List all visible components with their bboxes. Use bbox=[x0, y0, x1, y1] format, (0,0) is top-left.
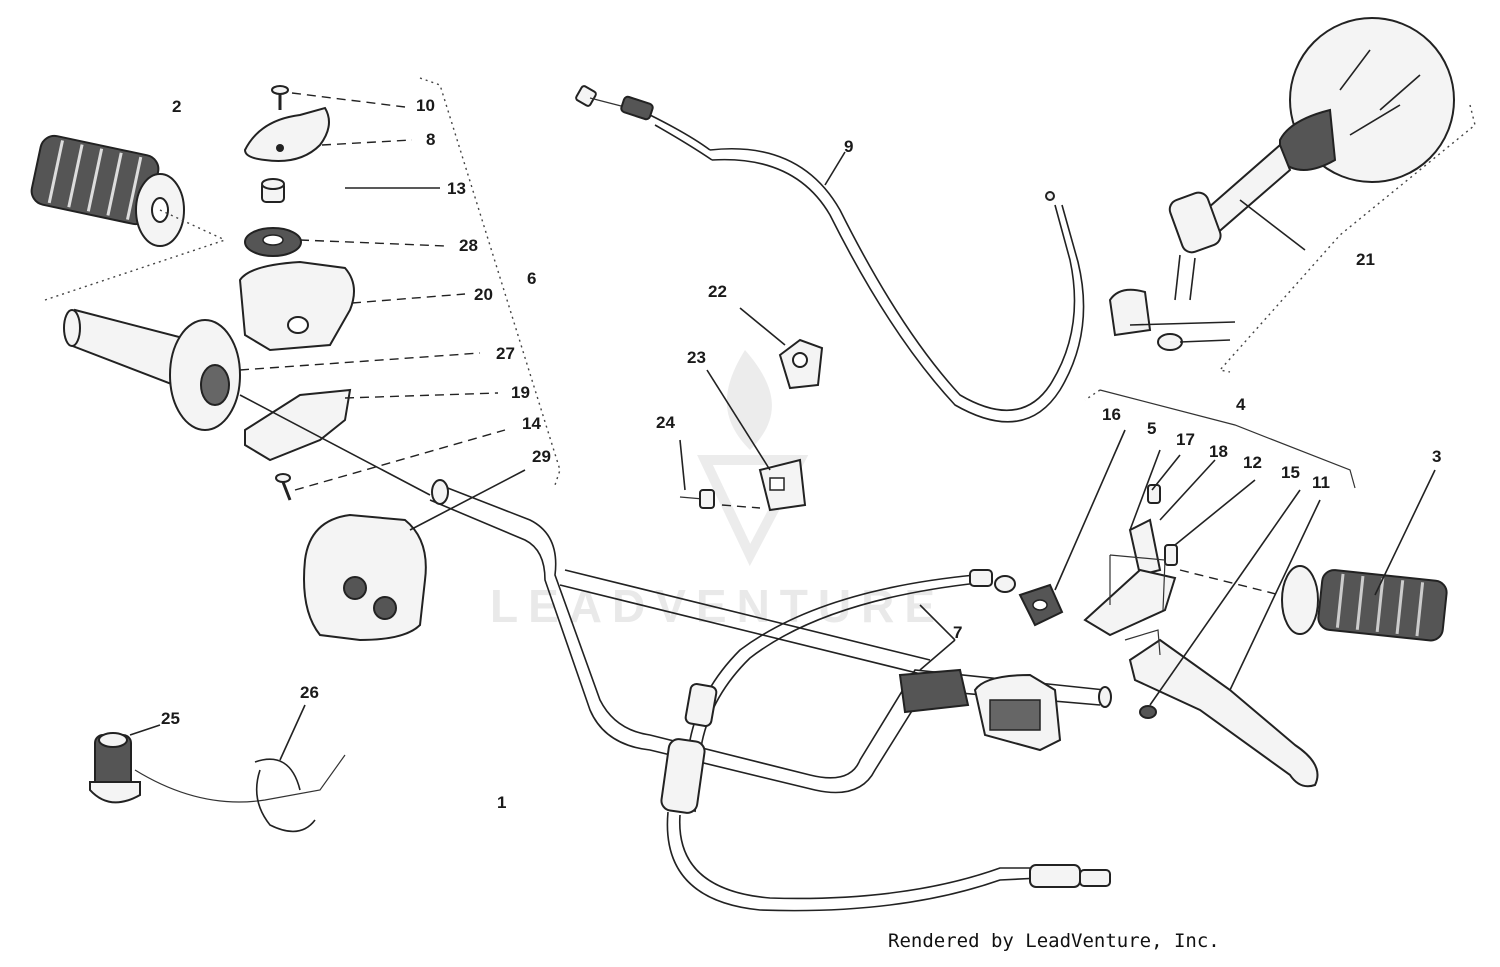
mirror bbox=[1108, 17, 1455, 351]
callout-29: 29 bbox=[532, 447, 551, 466]
switch-housing bbox=[303, 513, 427, 642]
bushing-13 bbox=[261, 178, 285, 203]
callout-13: 13 bbox=[447, 179, 466, 198]
kill-switch bbox=[89, 732, 141, 804]
switch-16 bbox=[1018, 583, 1064, 627]
lever-bracket-18 bbox=[1083, 568, 1177, 637]
callout-7: 7 bbox=[953, 623, 962, 642]
callout-6: 6 bbox=[527, 269, 536, 288]
callout-4: 4 bbox=[1236, 395, 1246, 414]
washer-28 bbox=[244, 227, 302, 257]
callout-18: 18 bbox=[1209, 442, 1228, 461]
right-grip bbox=[1281, 565, 1448, 642]
callout-17: 17 bbox=[1176, 430, 1195, 449]
callout-15: 15 bbox=[1281, 463, 1300, 482]
bolt-24 bbox=[679, 489, 716, 509]
callout-26: 26 bbox=[300, 683, 319, 702]
screw-10 bbox=[271, 85, 289, 110]
callout-3: 3 bbox=[1432, 447, 1441, 466]
clutch-lever-11 bbox=[1128, 638, 1319, 788]
adjuster-12 bbox=[1164, 544, 1178, 566]
switch-body-7 bbox=[898, 668, 1062, 752]
left-grip bbox=[30, 134, 185, 247]
wire-clamp bbox=[254, 758, 316, 833]
callout-1: 1 bbox=[497, 793, 506, 812]
clutch-cable bbox=[660, 569, 1111, 912]
callout-25: 25 bbox=[161, 709, 180, 728]
screw-17 bbox=[1147, 484, 1161, 504]
throttle-cable bbox=[575, 85, 1085, 423]
housing-upper-20 bbox=[238, 260, 355, 352]
callout-16: 16 bbox=[1102, 405, 1121, 424]
callout-24: 24 bbox=[656, 413, 675, 432]
handlebar bbox=[429, 479, 1112, 794]
callout-22: 22 bbox=[708, 282, 727, 301]
callout-21: 21 bbox=[1356, 250, 1375, 269]
callout-14: 14 bbox=[522, 414, 541, 433]
nut-15 bbox=[1139, 705, 1157, 719]
callout-9: 9 bbox=[844, 137, 853, 156]
cover-8 bbox=[243, 106, 330, 162]
callout-10: 10 bbox=[416, 96, 435, 115]
screw-14 bbox=[275, 473, 292, 501]
render-credit: Rendered by LeadVenture, Inc. bbox=[888, 930, 1220, 952]
callout-8: 8 bbox=[426, 130, 435, 149]
callout-28: 28 bbox=[459, 236, 478, 255]
callout-2: 2 bbox=[172, 97, 181, 116]
callout-23: 23 bbox=[687, 348, 706, 367]
callout-12: 12 bbox=[1243, 453, 1262, 472]
throttle-tube bbox=[63, 308, 241, 431]
clip-23 bbox=[758, 458, 807, 512]
callout-19: 19 bbox=[511, 383, 530, 402]
watermark: LEADVENTURE bbox=[490, 350, 935, 632]
callout-labels: 1 2 3 4 5 6 7 8 9 10 11 12 13 14 15 16 1… bbox=[161, 96, 1441, 812]
clip-22 bbox=[778, 338, 824, 390]
clamp-bracket-5 bbox=[1128, 518, 1162, 577]
callout-20: 20 bbox=[474, 285, 493, 304]
callout-11: 11 bbox=[1312, 473, 1330, 492]
callout-27: 27 bbox=[496, 344, 515, 363]
callout-5: 5 bbox=[1147, 419, 1156, 438]
